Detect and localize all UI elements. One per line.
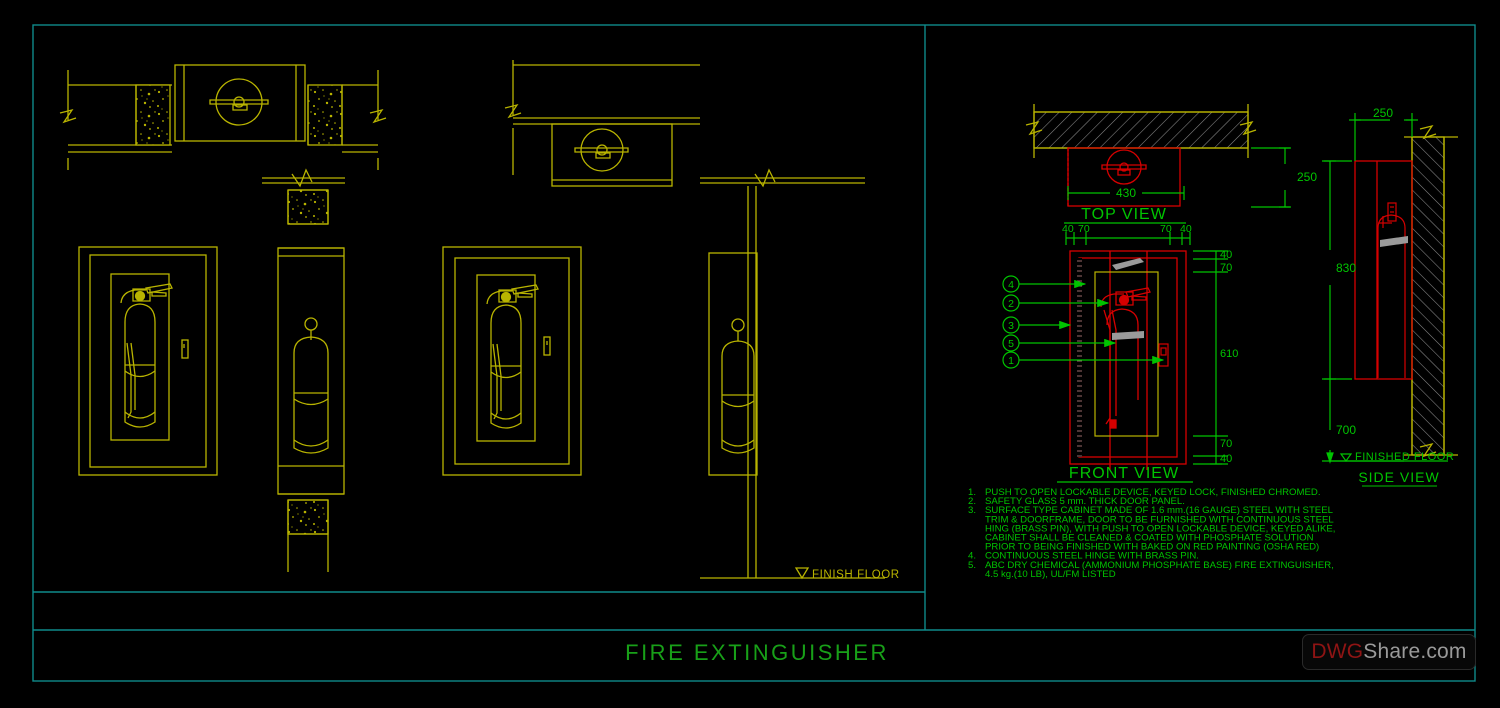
note-number: 4.: [968, 551, 976, 562]
notes-block: 1. PUSH TO OPEN LOCKABLE DEVICE, KEYED LO…: [968, 487, 1335, 580]
dim-label-front-bot-70: 70: [1220, 438, 1232, 450]
finish-floor-label: FINISH FLOOR: [812, 569, 900, 581]
note-line: HING (BRASS PIN), WITH PUSH TO OPEN LOCK…: [985, 523, 1335, 534]
dim-label-front-610: 610: [1220, 348, 1238, 360]
callout-4: 4: [1008, 279, 1014, 291]
dim-label-side-250: 250: [1373, 106, 1393, 120]
watermark-dwg: DWG: [1311, 640, 1364, 663]
top-view-cabinet: [1067, 147, 1181, 207]
side-view-cabinet: [1354, 160, 1413, 380]
dim-label-side-830: 830: [1336, 261, 1356, 275]
note-line: SURFACE TYPE CABINET MADE OF 1.6 mm.(16 …: [985, 505, 1334, 516]
fire-extinguisher-glyph-2: [293, 317, 329, 454]
note-line: SAFETY GLASS 5 mm. THICK DOOR PANEL.: [985, 496, 1185, 507]
safety-glass-panel: [1094, 271, 1159, 437]
side-view-extinguisher: [1377, 202, 1406, 378]
top-view-label: TOP VIEW: [1081, 206, 1167, 223]
page-title: FIRE EXTINGUISHER: [625, 640, 889, 665]
callout-1: 1: [1008, 355, 1014, 367]
fire-extinguisher-glyph-4: [721, 318, 755, 454]
dim-label-430: 430: [1116, 186, 1136, 200]
label-sticker-body: [1112, 331, 1144, 340]
side-label-sticker: [1380, 236, 1408, 247]
callout-3: 3: [1008, 320, 1014, 332]
top-view-group: 430 TOP VIEW: [1025, 104, 1257, 224]
front-view-group: 40 70 70 40: [1057, 223, 1193, 483]
note-number: 3.: [968, 505, 976, 516]
watermark-share: Share.com: [1363, 640, 1467, 663]
callout-2: 2: [1008, 298, 1014, 310]
finish-floor-marker-left: [700, 567, 885, 580]
note-number: 2.: [968, 496, 976, 507]
plan-surface-cabinet: [504, 60, 700, 187]
callout-bubbles: [1002, 275, 1165, 369]
elevation-recessed-cabinet: [78, 246, 218, 476]
dim-label-front-top-70: 70: [1220, 262, 1232, 274]
note-line: PRIOR TO BEING FINISHED WITH BAKED ON RE…: [985, 542, 1319, 553]
finished-floor-marker: [1330, 453, 1448, 463]
dim-label-front-40-right: 40: [1180, 223, 1192, 235]
note-line: 4.5 kg.(10 LB), UL/FM LISTED: [985, 569, 1116, 580]
side-view-group: 250 830 700 FINISHED FLOOR SIDE VIEW: [1322, 106, 1458, 487]
section-recessed-cabinet: [262, 168, 345, 572]
note-line: PUSH TO OPEN LOCKABLE DEVICE, KEYED LOCK…: [985, 487, 1321, 498]
finished-floor-label: FINISHED FLOOR: [1355, 451, 1454, 463]
dim-side-heights: [1322, 160, 1404, 464]
note-line: CABINET SHALL BE CLEANED & COATED WITH P…: [985, 533, 1314, 544]
plan-recessed-cabinet: [59, 64, 387, 170]
dim-label-front-70-right: 70: [1160, 223, 1172, 235]
dim-label-side-700: 700: [1336, 423, 1356, 437]
note-line: CONTINUOUS STEEL HINGE WITH BRASS PIN.: [985, 551, 1199, 562]
note-line: ABC DRY CHEMICAL (AMMONIUM PHOSPHATE BAS…: [985, 560, 1334, 571]
fire-extinguisher-glyph-3: [486, 284, 539, 429]
note-number: 1.: [968, 487, 976, 498]
dim-label-front-bot-40: 40: [1220, 453, 1232, 465]
elevation-surface-cabinet: [442, 246, 582, 476]
dim-top-250: [1251, 147, 1291, 208]
dim-top-430: [1067, 186, 1185, 200]
dim-label-front-70-left: 70: [1078, 223, 1090, 235]
fire-extinguisher-glyph-1: [120, 283, 173, 428]
note-line: TRIM & DOORFRAME, DOOR TO BE FURNISHED W…: [985, 514, 1334, 525]
label-sticker-top: [1112, 258, 1144, 270]
dim-label-250-top: 250: [1297, 170, 1317, 184]
top-view-wall: [1025, 104, 1257, 158]
dim-label-front-top-40: 40: [1220, 249, 1232, 261]
dim-side-250: [1349, 113, 1418, 161]
front-vertical-dims: [1193, 250, 1228, 465]
side-view-label: SIDE VIEW: [1358, 469, 1439, 485]
front-top-dim-ticks: [1065, 232, 1191, 245]
front-view-extinguisher: [1100, 287, 1151, 429]
sheet-border: [32, 24, 1476, 682]
front-view-label: FRONT VIEW: [1069, 465, 1179, 482]
section-surface-cabinet: [700, 168, 865, 578]
dim-label-front-40-left: 40: [1062, 223, 1074, 235]
note-number: 5.: [968, 560, 976, 571]
callout-5: 5: [1008, 338, 1014, 350]
hinge-strip: [1077, 258, 1082, 457]
lock-device: [1158, 343, 1169, 367]
left-panel-drawings: [59, 60, 885, 580]
